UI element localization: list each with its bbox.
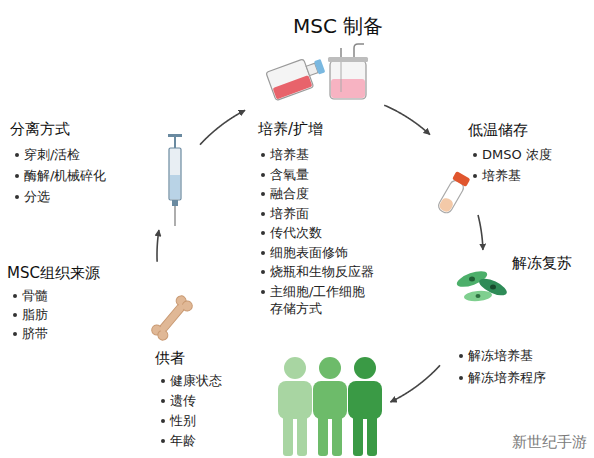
stage-heading: 分离方式	[10, 120, 70, 139]
bullet-dot	[161, 439, 165, 443]
bullet-dot	[161, 399, 165, 403]
cryo-tube	[436, 171, 471, 215]
cycle-arrow	[157, 230, 159, 262]
bullet-item: 性别	[170, 412, 196, 429]
bullet-dot	[473, 174, 477, 178]
bullet-dot	[459, 354, 463, 358]
bullet-item: 分选	[24, 188, 50, 205]
bullet-dot	[13, 294, 17, 298]
bullet-item: 脂肪	[22, 306, 48, 323]
bullet-item: 培养面	[270, 205, 309, 222]
bullet-dot	[261, 173, 265, 177]
cycle-arrow	[200, 110, 245, 144]
stage-group: MSC组织来源骨髓脂肪脐带	[4, 262, 205, 344]
bullet-dot	[459, 376, 463, 380]
bullet-dot	[161, 379, 165, 383]
bullet-item: 解冻培养基	[468, 347, 533, 364]
bullet-dot	[161, 419, 165, 423]
bullet-dot	[261, 153, 265, 157]
bullet-item: 骨髓	[22, 287, 48, 304]
bullet-dot	[13, 332, 17, 336]
bullet-item: 健康状态	[170, 372, 222, 389]
bullet-item: 烧瓶和生物反应器	[270, 263, 374, 280]
bullet-item: 主细胞/工作细胞 存储方式	[270, 283, 382, 317]
diagram-title: MSC 制备	[293, 14, 383, 38]
stage-group: 分离方式穿刺/活检酶解/机械碎化分选	[4, 115, 200, 230]
stage-group: 解冻复苏解冻培养基解冻培养程序	[440, 250, 590, 388]
bullet-item: 含氧量	[270, 166, 309, 183]
bullet-item: 年龄	[170, 432, 196, 449]
syringe	[168, 134, 182, 226]
donor-figures	[278, 357, 382, 456]
bullet-item: 穿刺/活检	[24, 146, 80, 163]
watermark: 新世纪手游	[512, 433, 587, 452]
stage-heading: 培养/扩增	[258, 120, 323, 139]
bullet-dot	[261, 290, 265, 294]
bullet-dot	[473, 153, 477, 157]
stage-group: 低温储存 DMSO 浓度培养基	[430, 115, 590, 215]
bullet-dot	[261, 270, 265, 274]
bullet-item: 酶解/机械碎化	[24, 167, 106, 184]
bullet-item: 脐带	[22, 325, 48, 342]
bullet-dot	[15, 153, 19, 157]
bullet-dot	[13, 313, 17, 317]
bullet-dot	[261, 212, 265, 216]
stage-heading: 供者	[155, 349, 185, 368]
bullet-item: 培养基	[270, 146, 309, 163]
cells	[455, 268, 509, 302]
cycle-arrow	[384, 105, 430, 134]
bioreactor	[328, 44, 368, 99]
bullet-dot	[15, 195, 19, 199]
stage-heading: 解冻复苏	[512, 254, 572, 273]
bullet-item: 解冻培养程序	[468, 369, 546, 386]
bullet-item: DMSO 浓度	[482, 146, 552, 163]
bone	[150, 294, 195, 342]
bullet-item: 遗传	[170, 392, 196, 409]
cycle-arrow	[390, 365, 440, 402]
bullet-dot	[261, 192, 265, 196]
cycle-arrow	[478, 215, 483, 250]
bullet-item: 传代次数	[270, 224, 322, 241]
bullet-item: 融合度	[270, 185, 309, 202]
stage-heading: MSC组织来源	[7, 264, 100, 283]
bullet-item: 细胞表面修饰	[270, 244, 348, 261]
stage-heading: 低温储存	[468, 121, 528, 140]
culture-flask	[266, 53, 329, 100]
stage-group: 培养/扩增培养基含氧量融合度培养面传代次数细胞表面修饰烧瓶和生物反应器主细胞/工…	[245, 55, 384, 345]
bullet-dot	[261, 231, 265, 235]
bullet-item: 培养基	[482, 167, 521, 184]
bullet-dot	[15, 174, 19, 178]
stage-group: 供者健康状态遗传性别年龄	[150, 347, 390, 458]
bullet-dot	[261, 251, 265, 255]
